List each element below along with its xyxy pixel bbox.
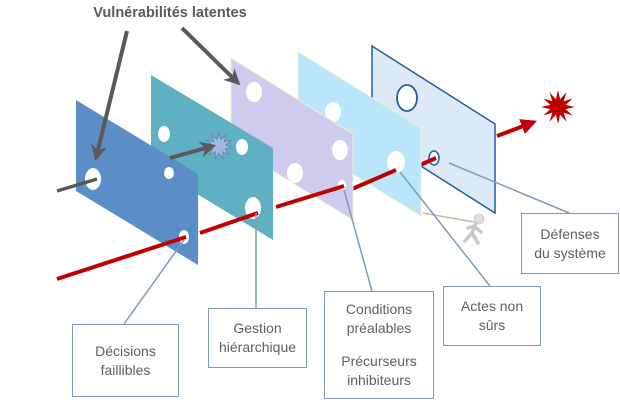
explosion-icon <box>541 90 575 124</box>
latent-arrow-right <box>180 26 241 86</box>
hole <box>387 151 405 173</box>
leader-conditions <box>343 189 373 292</box>
hole <box>396 84 418 112</box>
label-box-decisions: Décisions faillibles <box>72 324 179 397</box>
label-line: préalables <box>346 320 412 336</box>
panel-defenses <box>371 44 496 215</box>
label-box-gestion: Gestion hiérarchique <box>208 308 307 368</box>
label-line: Décisions <box>95 342 156 359</box>
hole <box>325 102 341 122</box>
hole <box>158 126 170 142</box>
label-line: du système <box>534 244 606 261</box>
label-line: inhibiteurs <box>347 372 411 388</box>
hole <box>246 82 262 102</box>
title-latent-vulnerabilities: Vulnérabilités latentes <box>93 5 247 21</box>
hole <box>287 163 303 183</box>
label-line: Actes non <box>460 298 524 314</box>
panel-decisions-slice <box>76 100 198 265</box>
trajectory-through-defenses <box>419 156 437 167</box>
trajectory-start <box>56 235 187 281</box>
label-box-defenses: Défenses du système <box>521 213 619 274</box>
panel-gestion-slice <box>151 75 273 240</box>
stick-figure-pulling-rope-icon <box>422 212 485 245</box>
leader-defenses <box>448 162 570 214</box>
label-line: sûrs <box>478 317 506 333</box>
latent-arrow-inner <box>169 141 217 160</box>
label-line: hiérarchique <box>218 339 297 355</box>
hole <box>332 140 348 160</box>
label-line: faillibles <box>100 361 151 378</box>
latent-arrow-left <box>91 30 129 162</box>
panel-decisions <box>76 100 198 265</box>
trajectory-segment <box>275 184 345 209</box>
label-line: Gestion <box>233 320 282 336</box>
panel-actes <box>297 51 422 217</box>
leader-actes <box>399 171 491 287</box>
label-box-conditions: Conditions préalables Précurseurs inhibi… <box>324 291 434 399</box>
hole <box>236 139 248 155</box>
label-line: Défenses <box>540 225 600 242</box>
trajectory-segment <box>199 211 259 235</box>
trajectory-segment <box>351 168 397 191</box>
trajectory-exit-arrow <box>496 119 537 138</box>
label-line: Conditions <box>345 301 413 317</box>
leader-decisions <box>123 239 185 325</box>
hole <box>164 167 174 179</box>
label-line: Précurseurs <box>341 353 417 369</box>
latent-arrow-stub <box>56 177 98 193</box>
label-box-actes: Actes non sûrs <box>443 286 541 346</box>
